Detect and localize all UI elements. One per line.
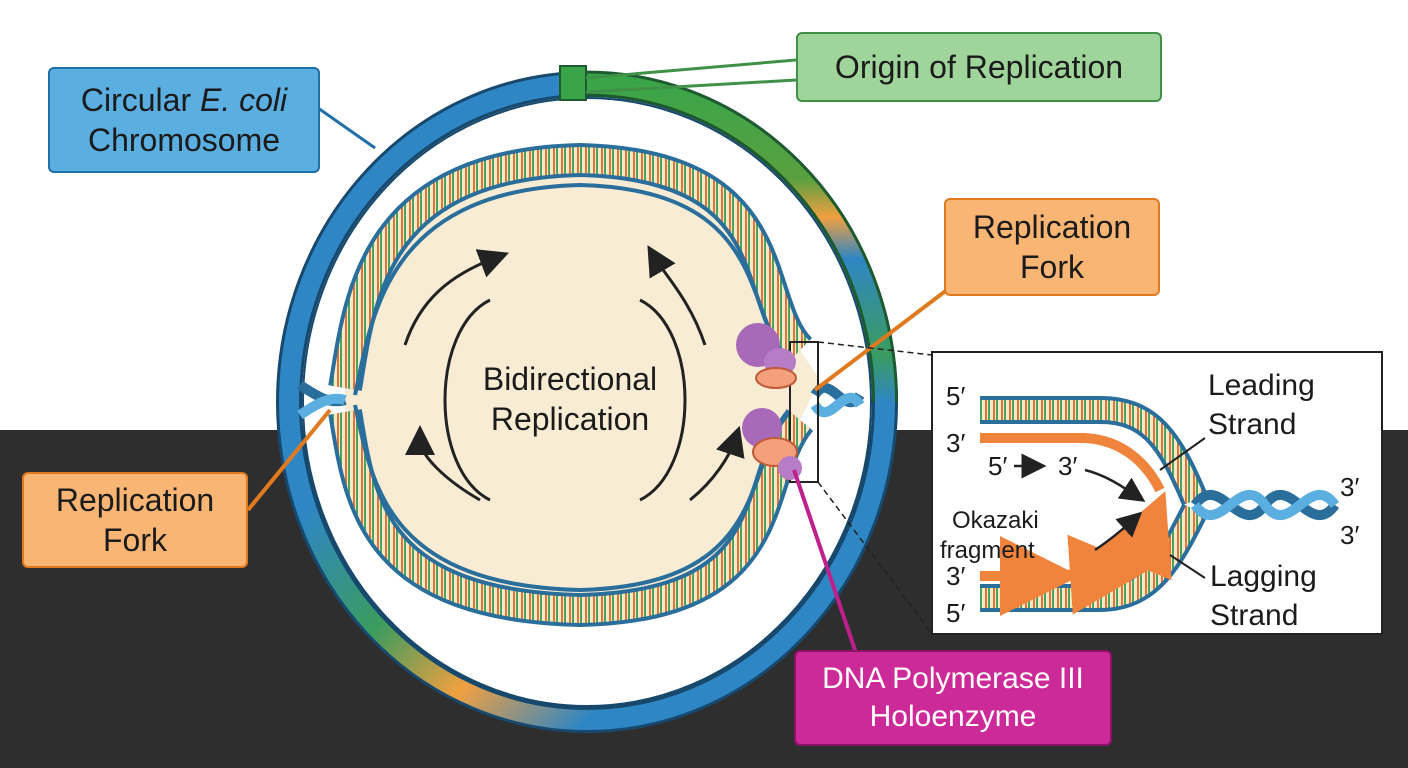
bidirectional-arrows bbox=[403, 245, 745, 502]
replication-fork-left-line1: Replication bbox=[55, 482, 215, 518]
replication-fork-label-left: Replication Fork bbox=[22, 472, 248, 568]
center-label-line1: Bidirectional bbox=[483, 361, 657, 397]
chromosome-label-line2: Chromosome bbox=[87, 122, 281, 158]
origin-label-text: Origin of Replication bbox=[834, 49, 1124, 85]
inset-leading-label-line2: Strand bbox=[1208, 408, 1296, 441]
replication-fork-right-line1: Replication bbox=[972, 209, 1132, 245]
center-label-line2: Replication bbox=[491, 401, 649, 437]
replication-fork-right-line2: Fork bbox=[1020, 249, 1084, 285]
inset-lagging-label-line2: Strand bbox=[1210, 599, 1298, 632]
dna-polymerase-complex-bottom bbox=[742, 408, 802, 480]
origin-label: Origin of Replication bbox=[796, 32, 1162, 102]
chromosome-label-line1: Circular E. coli bbox=[80, 82, 288, 118]
inset-bottom-left-5prime: 5′ bbox=[946, 598, 965, 628]
dna-polymerase-complex-top bbox=[736, 323, 797, 389]
inset-top-left-5prime: 5′ bbox=[946, 381, 965, 411]
inset-bottom-left-3prime: 3′ bbox=[946, 561, 965, 591]
inset-okazaki-label-line1: Okazaki bbox=[952, 507, 1039, 534]
dna-polymerase-label-line1: DNA Polymerase III bbox=[822, 662, 1084, 695]
dna-polymerase-label: DNA Polymerase III Holoenzyme bbox=[794, 650, 1112, 746]
inset-top-left-3prime: 3′ bbox=[946, 428, 965, 458]
inset-lagging-label-line1: Lagging bbox=[1210, 560, 1317, 593]
inset-okazaki-label-line2: fragment bbox=[940, 537, 1035, 564]
inset-fork-detail: 5′ 3′ 5′ 3′ Leading Strand Okazaki fragm… bbox=[931, 351, 1383, 635]
replication-fork-left-line2: Fork bbox=[103, 522, 167, 558]
replication-fork-label-right: Replication Fork bbox=[944, 198, 1160, 296]
callout-lines bbox=[246, 58, 962, 651]
chromosome-label: Circular E. coli Chromosome bbox=[48, 67, 320, 173]
inset-right-3prime-top: 3′ bbox=[1340, 472, 1359, 502]
inset-right-3prime-bottom: 3′ bbox=[1340, 520, 1359, 550]
inset-leading-label-line1: Leading bbox=[1208, 369, 1315, 402]
inset-direction-5prime: 5′ bbox=[988, 451, 1007, 481]
dna-polymerase-label-line2: Holoenzyme bbox=[869, 700, 1037, 733]
origin-marker bbox=[559, 65, 587, 101]
inset-direction-3prime: 3′ bbox=[1058, 451, 1077, 481]
